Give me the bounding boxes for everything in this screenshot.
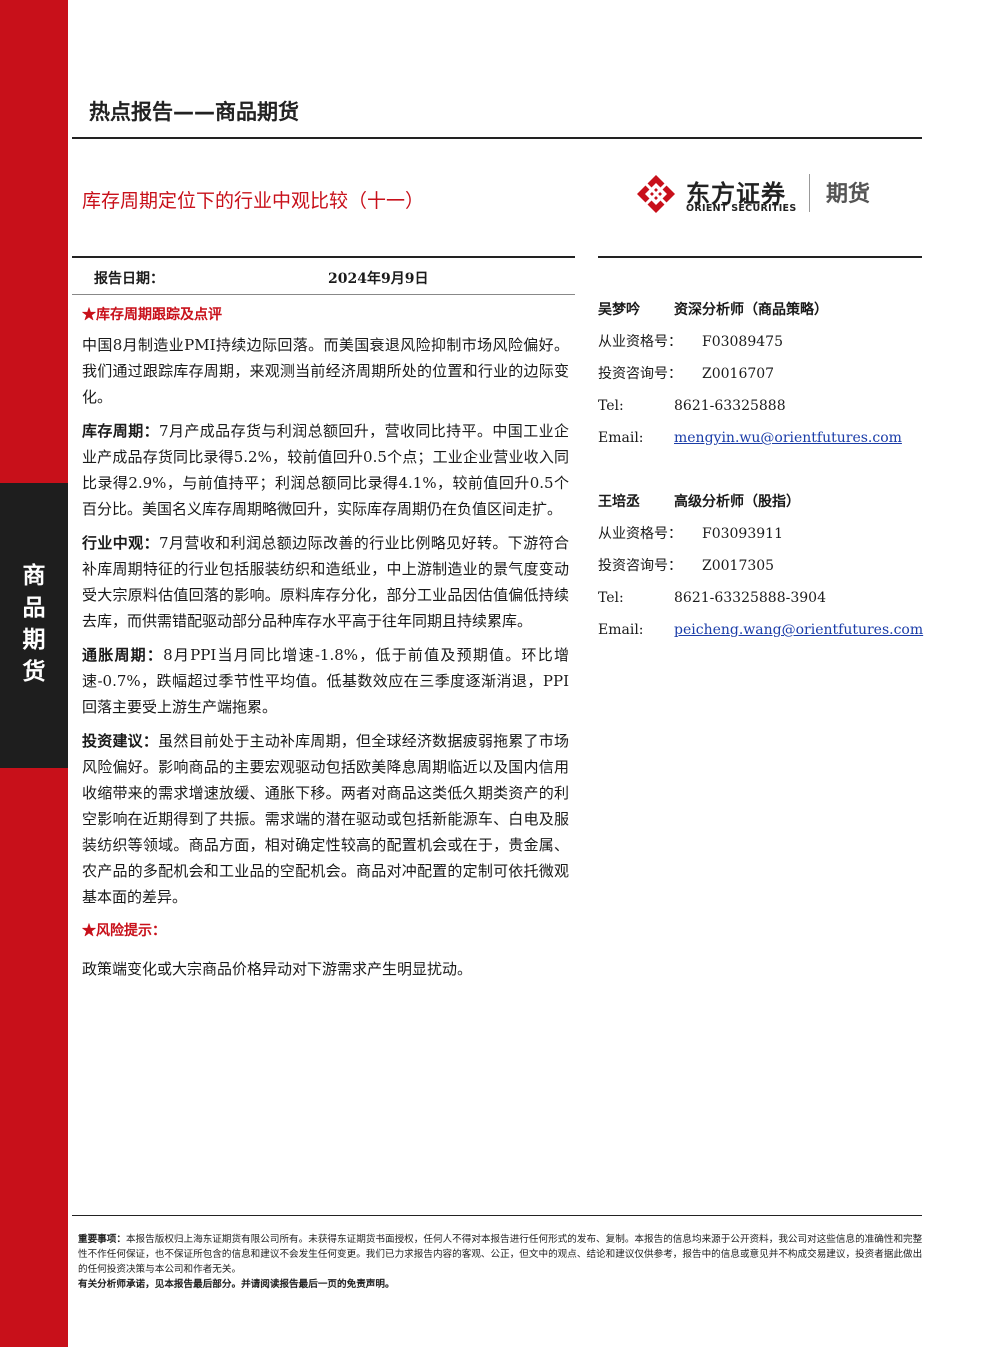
star-icon: ★ <box>82 923 96 939</box>
disclaimer-footer: 重要事项：本报告版权归上海东证期货有限公司所有。未获得东证期货书面授权，任何人不… <box>78 1232 926 1292</box>
industry-paragraph: 行业中观：7月营收和利润总额边际改善的行业比例略见好转。下游符合补库周期特征的行… <box>82 530 569 634</box>
analyst-role: 资深分析师（商品策略） <box>674 302 828 318</box>
analyst-role: 高级分析师（股指） <box>674 494 800 510</box>
advice-label: 投资建议： <box>82 732 159 750</box>
advice-paragraph: 投资建议：虽然目前处于主动补库周期，但全球经济数据疲弱拖累了市场风险偏好。影响商… <box>82 728 569 910</box>
cert-number: F03093911 <box>702 526 783 542</box>
logo-name-en: ORIENT SECURITIES <box>686 203 797 214</box>
report-date-label: 报告日期： <box>94 271 164 287</box>
side-char: 品 <box>22 595 46 621</box>
analyst-name: 王培丞 <box>598 494 640 510</box>
inflation-paragraph: 通胀周期：8月PPI当月同比增速-1.8%，低于前值及预期值。环比增速-0.7%… <box>82 642 569 720</box>
right-column-divider <box>598 256 922 258</box>
section-heading-risk: ★风险提示： <box>82 918 569 944</box>
report-title: 库存周期定位下的行业中观比较（十一） <box>82 190 425 212</box>
analyst-commitment: 有关分析师承诺，见本报告最后部分。并请阅读报告最后一页的免责声明。 <box>78 1277 926 1292</box>
risk-paragraph: 政策端变化或大宗商品价格异动对下游需求产生明显扰动。 <box>82 960 473 978</box>
email-link[interactable]: peicheng.wang@orientfutures.com <box>674 622 924 638</box>
tel-number: 8621-63325888 <box>674 398 786 414</box>
consult-number: Z0017305 <box>702 558 775 574</box>
notice-label: 重要事项： <box>78 1234 126 1245</box>
header-divider <box>72 137 922 139</box>
commitment-text: 有关分析师承诺，见本报告最后部分。并请阅读报告最后一页的免责声明。 <box>78 1279 395 1290</box>
side-char: 商 <box>22 563 46 589</box>
left-column-divider <box>72 256 575 258</box>
logo-separator <box>809 174 810 212</box>
analyst-card-2: 王培丞 高级分析师（股指） 从业资格号： F03093911 投资咨询号： Z0017… <box>598 486 924 646</box>
consult-label: 投资咨询号： <box>598 558 682 574</box>
logo-name-cn: 东方证券 <box>686 180 786 208</box>
industry-text: 7月营收和利润总额边际改善的行业比例略见好转。下游符合补库周期特征的行业包括服装… <box>82 534 569 630</box>
star-icon: ★ <box>82 307 96 323</box>
risk-heading-text: 风险提示： <box>96 923 166 939</box>
side-category-block <box>0 483 68 768</box>
tel-label: Tel: <box>598 398 624 414</box>
inflation-text: 8月PPI当月同比增速-1.8%，低于前值及预期值。环比增速-0.7%，跌幅超过… <box>82 646 569 716</box>
section-heading-text: 库存周期跟踪及点评 <box>96 307 222 323</box>
email-link[interactable]: mengyin.wu@orientfutures.com <box>674 430 902 446</box>
logo-suffix: 期货 <box>826 182 871 207</box>
cert-number: F03089475 <box>702 334 783 350</box>
cert-label: 从业资格号： <box>598 334 682 350</box>
analyst-name: 吴梦吟 <box>598 302 640 318</box>
report-body: ★库存周期跟踪及点评 中国8月制造业PMI持续边际回落。而美国衰退风险抑制市场风… <box>82 302 569 990</box>
consult-number: Z0016707 <box>702 366 775 382</box>
cert-label: 从业资格号： <box>598 526 682 542</box>
tel-label: Tel: <box>598 590 624 606</box>
analyst-card-1: 吴梦吟 资深分析师（商品策略） 从业资格号： F03089475 投资咨询号： Z00… <box>598 294 922 454</box>
side-char: 期 <box>22 627 46 653</box>
inflation-label: 通胀周期： <box>82 646 164 664</box>
email-label: Email: <box>598 430 644 446</box>
side-category-label: 商 品 期 货 <box>0 560 68 688</box>
intro-paragraph: 中国8月制造业PMI持续边际回落。而美国衰退风险抑制市场风险偏好。我们通过跟踪库… <box>82 336 569 406</box>
consult-label: 投资咨询号： <box>598 366 682 382</box>
inventory-text: 7月产成品存货与利润总额回升，营收同比持平。中国工业企业产成品存货同比录得5.2… <box>82 422 569 518</box>
date-divider <box>72 294 575 295</box>
company-logo: 东方证券 ORIENT SECURITIES 期货 <box>636 172 896 216</box>
tel-number: 8621-63325888-3904 <box>674 590 826 606</box>
notice-text: 本报告版权归上海东证期货有限公司所有。未获得东证期货书面授权，任何人不得对本报告… <box>78 1234 923 1275</box>
advice-text: 虽然目前处于主动补库周期，但全球经济数据疲弱拖累了市场风险偏好。影响商品的主要宏… <box>82 732 569 906</box>
footer-divider <box>72 1215 922 1216</box>
disclaimer-notice: 重要事项：本报告版权归上海东证期货有限公司所有。未获得东证期货书面授权，任何人不… <box>78 1232 926 1277</box>
section-heading-inventory-tracking: ★库存周期跟踪及点评 <box>82 302 569 328</box>
inventory-label: 库存周期： <box>82 422 160 440</box>
inventory-paragraph: 库存周期：7月产成品存货与利润总额回升，营收同比持平。中国工业企业产成品存货同比… <box>82 418 569 522</box>
email-label: Email: <box>598 622 644 638</box>
industry-label: 行业中观： <box>82 534 160 552</box>
report-date-value: 2024年9月9日 <box>328 271 429 287</box>
report-series-title: 热点报告——商品期货 <box>89 100 299 124</box>
side-char: 货 <box>22 659 46 685</box>
orient-diamond-icon <box>637 175 675 213</box>
